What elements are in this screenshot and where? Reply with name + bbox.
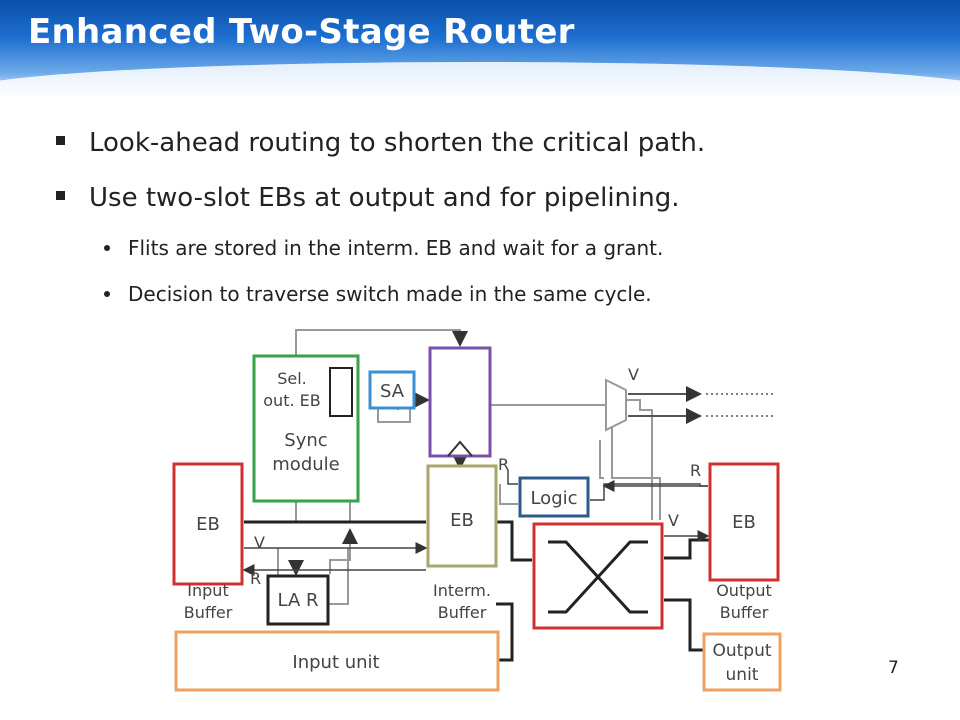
- square-bullet-icon: [56, 191, 65, 200]
- title-bar: Enhanced Two-Stage Router: [0, 0, 960, 122]
- output-mux: [605, 378, 776, 432]
- r-interm-label: R: [498, 455, 509, 474]
- sync-label: Sync: [284, 430, 327, 451]
- sub-bullet-text: Flits are stored in the interm. EB and w…: [128, 236, 664, 260]
- sel-label: Sel.: [277, 369, 307, 388]
- bullet-text: Use two-slot EBs at output and for pipel…: [89, 183, 680, 213]
- input-unit-label: Input unit: [292, 652, 379, 673]
- sub-bullet-text: Decision to traverse switch made in the …: [128, 282, 652, 306]
- sub-bullet-item: Flits are stored in the interm. EB and w…: [104, 236, 663, 260]
- title-swoosh: [0, 62, 960, 122]
- v-left-label: V: [254, 533, 265, 552]
- output-eb-label: EB: [732, 512, 756, 533]
- interm-buffer: EB Interm. Buffer: [426, 464, 498, 622]
- input-buffer-label: Buffer: [184, 603, 233, 622]
- interm-buffer-label: Buffer: [438, 603, 487, 622]
- bullet-text: Look-ahead routing to shorten the critic…: [89, 128, 706, 158]
- logic-label: Logic: [530, 488, 577, 509]
- v-right-label: V: [668, 511, 679, 530]
- output-unit-label-1: Output: [712, 641, 771, 661]
- crossbar: [532, 522, 664, 630]
- output-label: Output: [716, 581, 772, 600]
- sel-out-eb-slot: [329, 367, 353, 417]
- bullet-item: Use two-slot EBs at output and for pipel…: [56, 183, 680, 213]
- out-eb-label: out. EB: [263, 391, 320, 410]
- bullet-item: Look-ahead routing to shorten the critic…: [56, 128, 705, 158]
- pipeline-register: [428, 346, 492, 458]
- sub-bullet-item: Decision to traverse switch made in the …: [104, 282, 652, 306]
- v-mux-label: V: [628, 365, 639, 384]
- output-buffer-label: Buffer: [720, 603, 769, 622]
- switch-allocator: SA: [368, 370, 416, 410]
- output-unit: Output unit: [702, 632, 782, 692]
- output-buffer: EB Output Buffer: [708, 462, 780, 622]
- sa-label: SA: [380, 381, 405, 402]
- sync-module: Sel. out. EB Sync module: [252, 354, 360, 503]
- square-bullet-icon: [56, 136, 65, 145]
- input-label: Input: [187, 581, 228, 600]
- dot-bullet-icon: [104, 290, 110, 297]
- r-right-label: R: [690, 461, 701, 480]
- input-buffer: EB Input Buffer: [172, 462, 244, 622]
- interm-eb-label: EB: [450, 510, 474, 531]
- module-label: module: [272, 454, 339, 475]
- input-unit: Input unit: [174, 630, 500, 692]
- r-left-label: R: [250, 569, 261, 588]
- output-unit-label-2: unit: [726, 665, 759, 685]
- interm-label: Interm.: [433, 581, 491, 600]
- dot-bullet-icon: [104, 244, 110, 251]
- page-number: 7: [888, 658, 899, 678]
- la-r-label: LA R: [278, 590, 319, 611]
- lookahead-routing: LA R: [266, 574, 330, 626]
- slide-title: Enhanced Two-Stage Router: [28, 12, 575, 52]
- input-eb-label: EB: [196, 514, 220, 535]
- datapath-wires: [244, 520, 710, 662]
- logic-block: Logic: [518, 476, 590, 518]
- control-wires: [242, 470, 710, 576]
